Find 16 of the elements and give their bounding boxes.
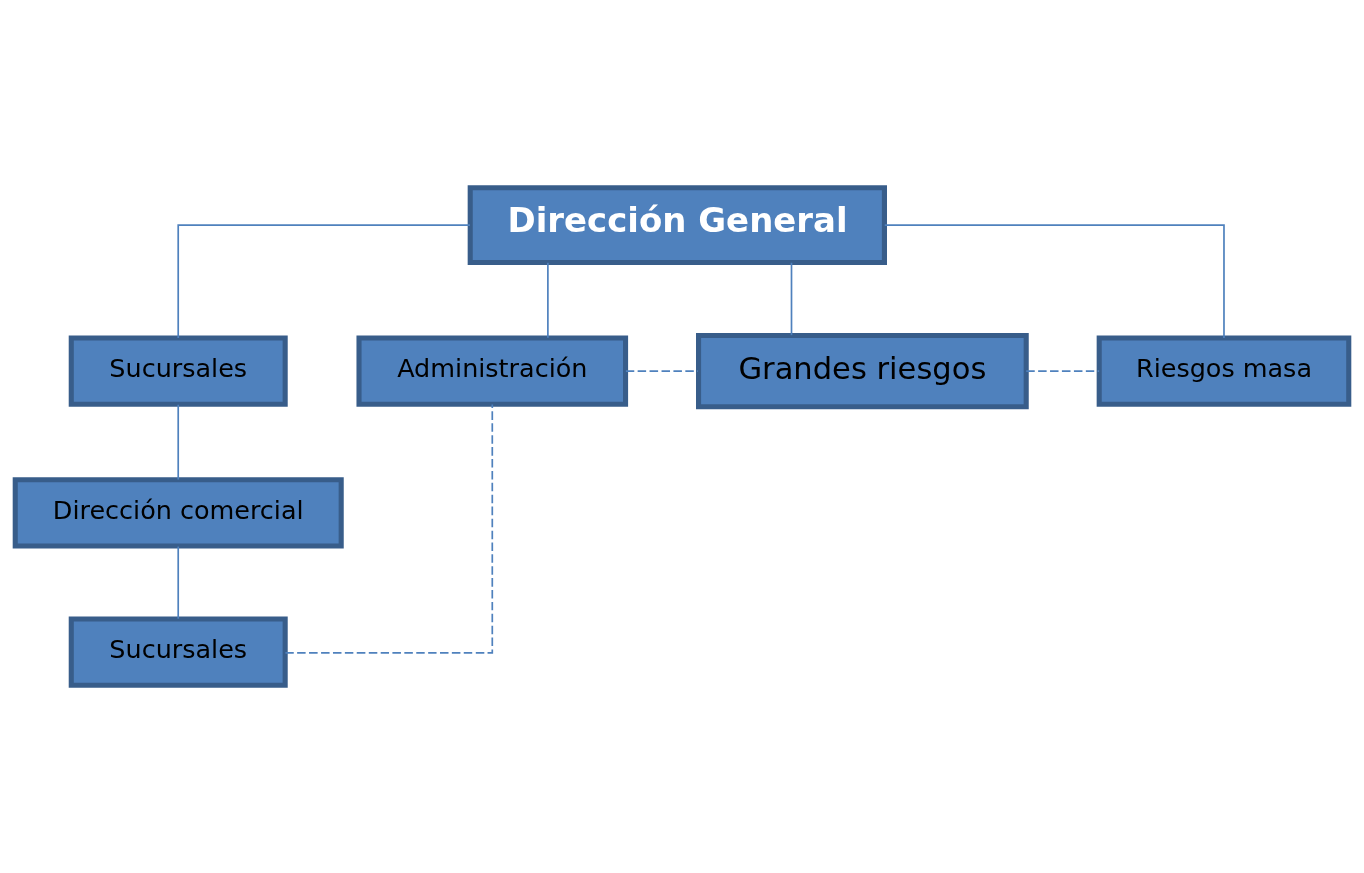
connector bbox=[883, 224, 1225, 339]
node-box: Dirección General bbox=[467, 185, 887, 266]
node-box: Sucursales bbox=[68, 616, 288, 688]
connector bbox=[177, 545, 180, 620]
connector bbox=[1025, 370, 1100, 372]
connector bbox=[790, 261, 793, 337]
connector bbox=[284, 403, 494, 654]
connector bbox=[625, 370, 699, 372]
connector bbox=[547, 261, 549, 339]
connector bbox=[177, 403, 180, 481]
node-box: Dirección comercial bbox=[12, 477, 344, 549]
node-box: Riesgos masa bbox=[1096, 335, 1352, 407]
node-box: Administración bbox=[356, 335, 629, 407]
node-box: Grandes riesgos bbox=[696, 332, 1029, 410]
connector bbox=[177, 224, 471, 339]
node-box: Sucursales bbox=[68, 335, 288, 407]
